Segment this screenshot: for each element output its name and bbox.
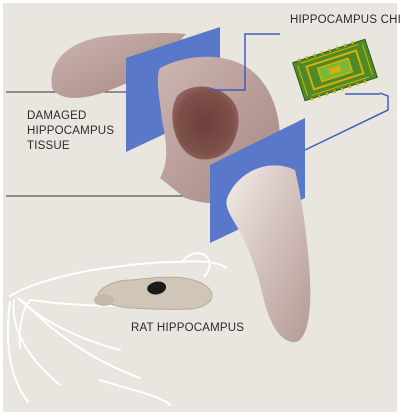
label-damaged-line-2: HIPPOCAMPUS: [27, 124, 114, 138]
label-damaged-line-3: TISSUE: [27, 139, 70, 153]
rat-olfactory-bulb: [94, 294, 114, 306]
label-rat-hippocampus: RAT HIPPOCAMPUS: [131, 321, 244, 335]
label-hippocampus-chip: HIPPOCAMPUS CHIP: [290, 13, 400, 27]
hippocampus-tissue-lower-tip: [226, 165, 310, 342]
hippocampus-chip: [292, 37, 378, 102]
chip-connector-line-lower: [305, 93, 388, 150]
label-damaged-line-1: DAMAGED: [27, 109, 87, 123]
